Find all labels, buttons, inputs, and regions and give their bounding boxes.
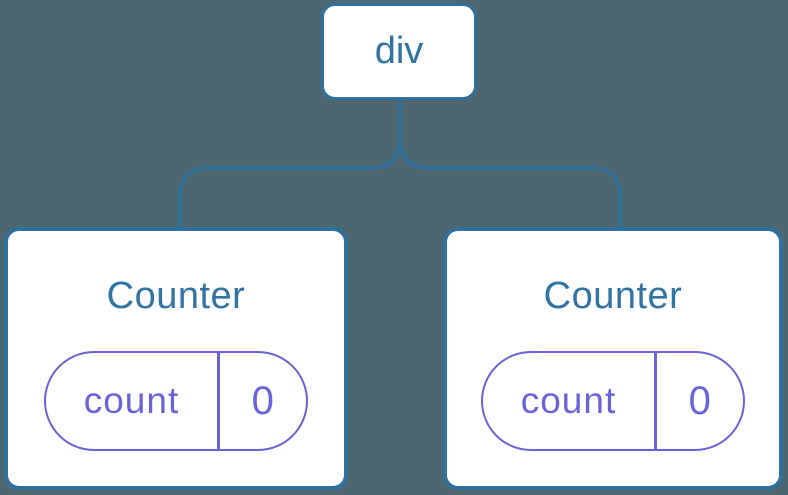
root-node-div: div: [321, 3, 477, 100]
state-key-label: count: [520, 380, 617, 421]
counter-node-left: Counter count 0: [4, 227, 348, 490]
pill-divider: [654, 353, 657, 449]
state-key-label: count: [83, 380, 180, 421]
counter-node-right: Counter count 0: [443, 227, 783, 490]
state-value: 0: [251, 378, 274, 423]
counter-title: Counter: [106, 275, 246, 317]
connector-left-branch: [178, 98, 402, 230]
state-pill: count 0: [481, 351, 745, 451]
counter-title: Counter: [543, 275, 683, 317]
root-node-label: div: [374, 30, 424, 72]
pill-divider: [217, 353, 220, 449]
state-value: 0: [688, 378, 711, 423]
connector-right-branch: [398, 98, 622, 230]
state-pill: count 0: [44, 351, 308, 451]
